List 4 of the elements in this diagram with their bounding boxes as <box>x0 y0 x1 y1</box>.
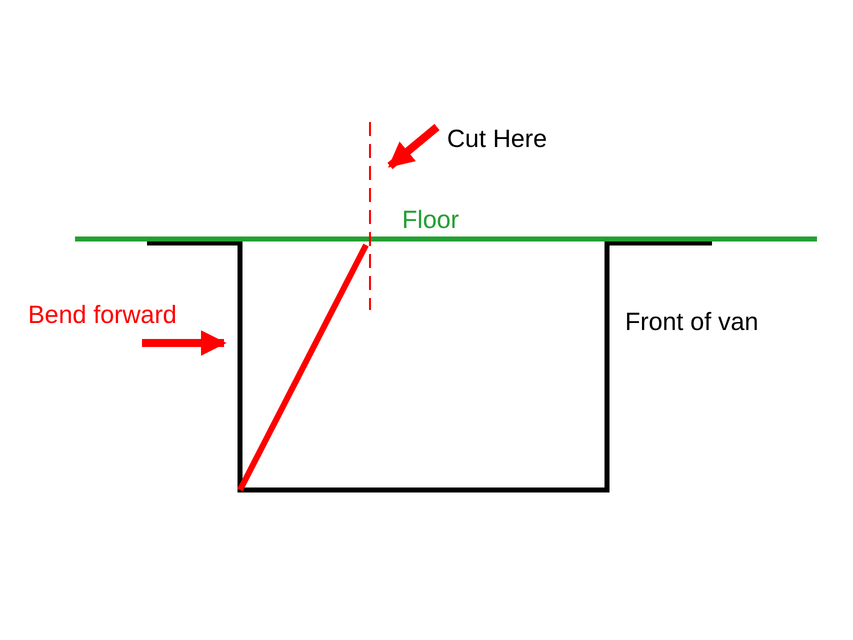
floor-label: Floor <box>402 205 459 235</box>
annotation-text: Cut Here <box>447 124 548 154</box>
annotation-text: Front of van <box>625 307 758 337</box>
annotation-text: Bend forward <box>28 300 177 330</box>
